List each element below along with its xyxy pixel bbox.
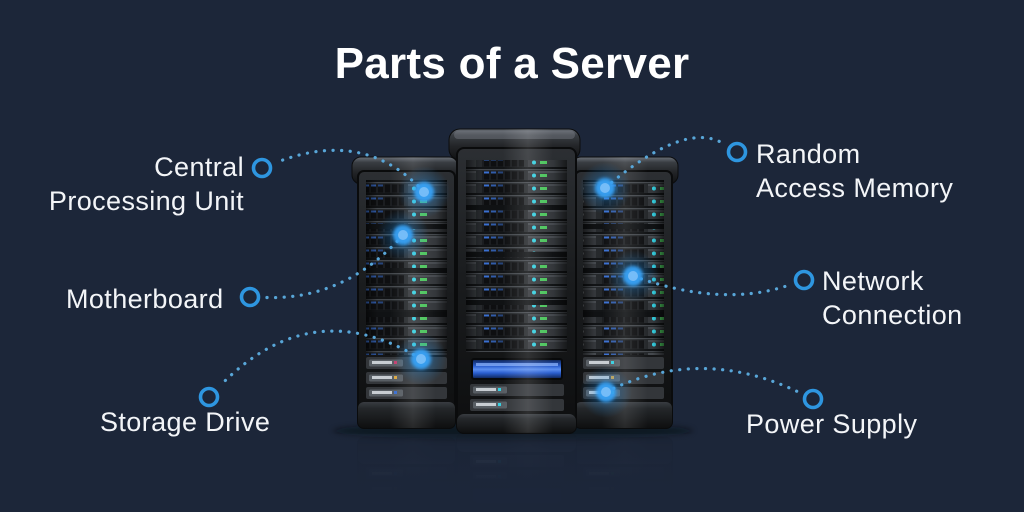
connector-motherboard-glow-center: [398, 230, 408, 240]
label-power-supply: Power Supply: [746, 407, 917, 441]
connector-cpu-glow-center: [419, 187, 429, 197]
label-central-processing-unit: Central Processing Unit: [49, 150, 244, 218]
connector-power-glow-center: [601, 387, 611, 397]
label-line: Connection: [822, 300, 963, 330]
label-line: Motherboard: [66, 284, 224, 314]
connector-ram-ring-marker: [726, 141, 748, 163]
label-motherboard: Motherboard: [66, 282, 224, 316]
connector-motherboard-ring-marker: [239, 286, 261, 308]
connector-storage-ring-marker: [198, 386, 220, 408]
connector-network-dotted-line: [631, 274, 791, 297]
connector-layer: [198, 135, 824, 418]
connector-storage-dotted-line: [218, 329, 423, 388]
label-storage-drive: Storage Drive: [100, 405, 270, 439]
reflection-fade: [0, 434, 1024, 512]
connector-ram-glow-center: [600, 183, 610, 193]
connector-storage-glow-center: [416, 354, 426, 364]
label-line: Access Memory: [756, 173, 954, 203]
label-line: Power Supply: [746, 409, 918, 439]
connector-cpu-ring-marker: [251, 157, 273, 179]
label-line: Storage Drive: [100, 407, 271, 437]
connector-network-ring-marker: [793, 269, 815, 291]
page-title: Parts of a Server: [334, 39, 690, 88]
label-line: Network: [822, 266, 924, 296]
label-network-connection: Network Connection: [822, 264, 963, 332]
label-random-access-memory: Random Access Memory: [756, 137, 953, 205]
connector-cpu-dotted-line: [275, 148, 426, 194]
connector-network-glow-center: [628, 271, 638, 281]
server-tower-middle: [448, 128, 581, 434]
label-line: Processing Unit: [48, 186, 244, 216]
connector-power-ring-marker: [802, 388, 824, 410]
label-line: Random: [756, 139, 861, 169]
connector-motherboard-dotted-line: [264, 233, 405, 300]
label-line: Central: [154, 152, 244, 182]
